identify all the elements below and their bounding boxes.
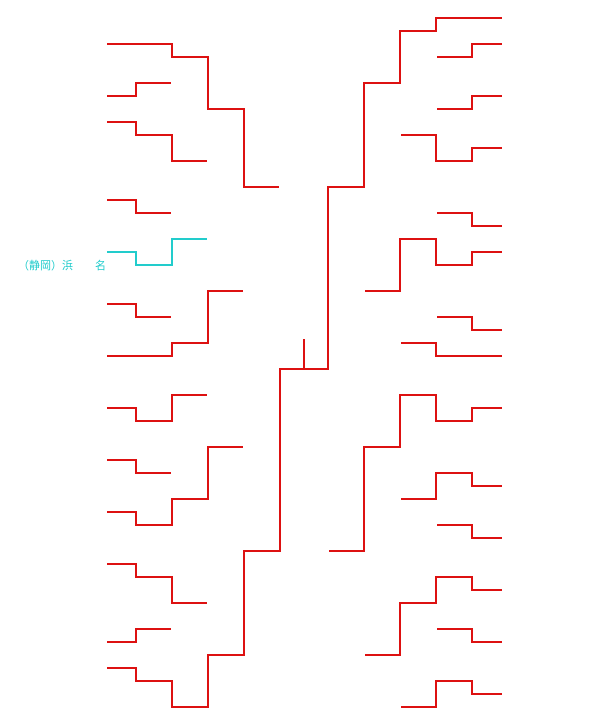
highlighted-team-path xyxy=(107,238,207,266)
bracket-line-right-6 xyxy=(401,342,502,357)
bracket-line-left-10 xyxy=(107,628,171,643)
bracket-line-left-0 xyxy=(107,43,279,188)
bracket-line-left-5 xyxy=(107,290,243,357)
bracket-line-right-10 xyxy=(365,576,502,656)
bracket-line-left-8 xyxy=(107,446,243,526)
bracket-line-right-9 xyxy=(437,524,502,539)
bracket-line-right-1 xyxy=(437,95,502,110)
bracket-line-left-4 xyxy=(107,303,171,318)
team-school: 浜 名 xyxy=(62,259,106,272)
highlighted-team-label[interactable]: （静岡）浜 名 xyxy=(4,246,106,285)
team-prefecture: （静岡） xyxy=(18,259,62,272)
bracket-line-right-7 xyxy=(329,394,502,552)
bracket-line-right-5 xyxy=(437,316,502,331)
bracket-line-right-12 xyxy=(401,680,502,708)
bracket-line-left-11 xyxy=(107,17,502,708)
bracket-line-left-2 xyxy=(107,121,207,162)
bracket-line-left-9 xyxy=(107,563,207,604)
bracket-line-left-7 xyxy=(107,459,171,474)
bracket-line-right-2 xyxy=(401,134,502,162)
bracket-line-right-4 xyxy=(365,238,502,292)
bracket-line-left-1 xyxy=(107,82,171,97)
bracket-line-right-0 xyxy=(437,43,502,58)
bracket-line-left-3 xyxy=(107,199,171,214)
bracket-line-right-11 xyxy=(437,628,502,643)
bracket-line-right-8 xyxy=(401,472,502,500)
bracket-line-left-6 xyxy=(107,394,207,422)
bracket-line-right-3 xyxy=(437,212,502,227)
